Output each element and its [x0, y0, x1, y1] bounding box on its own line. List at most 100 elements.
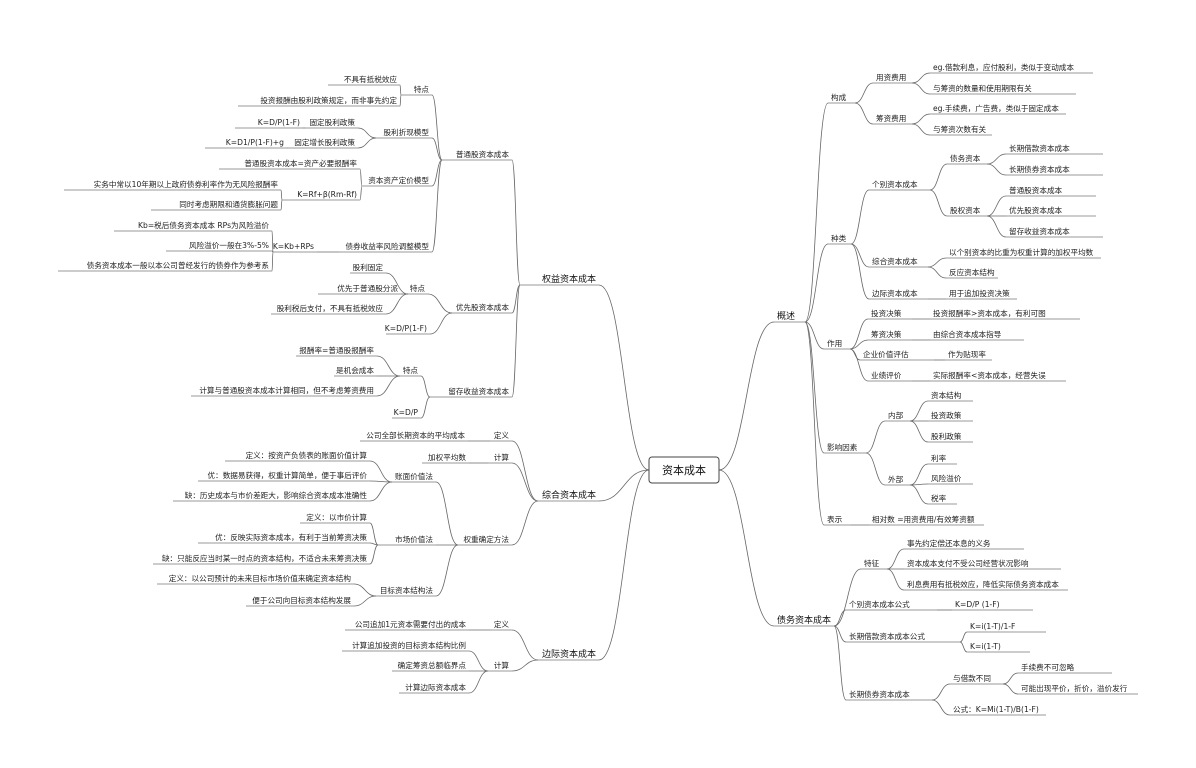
node-fc[interactable]: 影响因素: [827, 442, 858, 452]
node-dc2[interactable]: 长期债券资本成本: [1009, 164, 1070, 174]
node-capm2[interactable]: 同时考虑期限和通货膨胀问题: [179, 199, 278, 209]
node-pt2[interactable]: 优先于普通股分派: [337, 283, 398, 293]
node-mdef[interactable]: 定义: [494, 619, 510, 629]
node-bk[interactable]: 账面价值法: [395, 471, 433, 481]
node-ov[interactable]: 概述: [777, 310, 795, 322]
node-fex1[interactable]: 利率: [931, 453, 947, 463]
node-mcal[interactable]: 计算: [494, 660, 510, 670]
node-wdef[interactable]: 定义: [494, 430, 510, 440]
node-fex2[interactable]: 风险溢价: [931, 473, 962, 483]
central-topic[interactable]: 资本成本: [662, 463, 706, 477]
node-rt[interactable]: 特点: [403, 365, 419, 375]
node-eq[interactable]: 权益资本成本: [542, 273, 596, 285]
node-mk[interactable]: 市场价值法: [395, 534, 433, 544]
node-tg1[interactable]: 定义：以公司预计的未来目标市场价值来确定资本结构: [169, 573, 352, 583]
node-us3[interactable]: 企业价值评估: [863, 349, 909, 359]
node-pf[interactable]: K=D/P(1-F): [385, 324, 427, 333]
node-us1[interactable]: 投资决策: [871, 308, 902, 318]
node-ec3[interactable]: 留存收益资本成本: [1009, 226, 1070, 236]
node-by3[interactable]: 债务资本成本一般以本公司曾经发行的债券作为参考系: [87, 260, 270, 270]
node-ty[interactable]: 种类: [831, 233, 847, 243]
node-dbl1[interactable]: K=i(1-T)/1-F: [970, 622, 1015, 631]
node-rf[interactable]: K=D/P: [394, 408, 419, 417]
node-mk1[interactable]: 定义：以市价计算: [306, 512, 367, 522]
node-gc12[interactable]: 与筹资的数量和使用期限有关: [933, 83, 1032, 93]
node-dbf2[interactable]: 资本成本支付不受公司经营状况影响: [907, 558, 1029, 568]
node-dbb[interactable]: 长期债券资本成本: [849, 689, 910, 699]
node-by2[interactable]: 风险溢价一般在3%-5%: [189, 240, 269, 250]
node-bk3[interactable]: 缺：历史成本与市价差距大，影响综合资本成本准确性: [185, 490, 368, 500]
node-gc[interactable]: 构成: [831, 92, 847, 102]
node-fin3[interactable]: 股利政策: [931, 431, 962, 441]
node-mk2[interactable]: 优：反映实际资本成本，有利于当前筹资决策: [215, 532, 367, 542]
node-fex3[interactable]: 税率: [931, 493, 947, 503]
node-ext[interactable]: 相对数 =用资费用/有效筹资额: [872, 514, 975, 524]
node-mgt[interactable]: 用于追加投资决策: [949, 288, 1010, 298]
node-rt2[interactable]: 是机会成本: [336, 365, 374, 375]
node-tg[interactable]: 目标资本结构法: [380, 585, 434, 595]
node-us4t[interactable]: 实际报酬率<资本成本，经营失误: [933, 370, 1046, 380]
node-cm[interactable]: 综合资本成本: [872, 256, 918, 266]
node-by1[interactable]: Kb=税后债务资本成本 RPs为风险溢价: [138, 220, 269, 230]
node-gc21[interactable]: eg.手续费，广告费，类似于固定成本: [933, 103, 1059, 113]
node-ec1[interactable]: 普通股资本成本: [1009, 185, 1063, 195]
node-dbit[interactable]: K=D/P (1-F): [955, 600, 1000, 609]
node-dm2f[interactable]: K=D1/P(1-F)+g: [226, 138, 284, 147]
node-rt3[interactable]: 计算与普通股资本成本计算相同，但不考虑筹资费用: [199, 385, 374, 395]
node-us2[interactable]: 筹资决策: [871, 329, 902, 339]
node-mg[interactable]: 边际资本成本: [872, 288, 918, 298]
node-mc[interactable]: 边际资本成本: [542, 648, 596, 660]
node-dbl[interactable]: 长期借款资本成本公式: [849, 631, 925, 641]
node-bk2[interactable]: 优：数据易获得，权重计算简单，便于事后评价: [208, 470, 368, 480]
node-tg2[interactable]: 便于公司向目标资本结构发展: [252, 595, 351, 605]
node-ex[interactable]: 表示: [827, 514, 843, 524]
node-dbf3[interactable]: 利息费用有抵税效应，降低实际债务资本成本: [907, 579, 1059, 589]
node-dbd[interactable]: 与借款不同: [953, 673, 991, 683]
node-ct[interactable]: 特点: [414, 84, 430, 94]
node-dc[interactable]: 债务资本: [950, 153, 981, 163]
node-dc1[interactable]: 长期借款资本成本: [1009, 143, 1070, 153]
node-gc1[interactable]: 用资费用: [876, 72, 906, 82]
node-gc11[interactable]: eg.借款利息，应付股利，类似于变动成本: [933, 62, 1074, 72]
node-mk3[interactable]: 缺：只能反应当时某一时点的资本结构，不适合未来筹资决策: [162, 553, 367, 563]
node-dm1f[interactable]: K=D/P(1-F): [258, 118, 300, 127]
node-mc2[interactable]: 确定筹资总额临界点: [398, 660, 467, 670]
node-dbf1[interactable]: 事先约定偿还本息的义务: [907, 538, 991, 548]
node-common[interactable]: 普通股资本成本: [456, 149, 510, 159]
node-ct1[interactable]: 不具有抵税效应: [344, 74, 398, 84]
node-pref[interactable]: 优先股资本成本: [456, 302, 510, 312]
node-dm2n[interactable]: 固定增长股利政策: [294, 137, 355, 147]
node-ret[interactable]: 留存收益资本成本: [448, 386, 509, 396]
node-fin[interactable]: 内部: [888, 410, 904, 420]
node-dm[interactable]: 股利折现模型: [383, 127, 429, 137]
node-dbl2[interactable]: K=i(1-T): [970, 642, 1001, 651]
node-fin2[interactable]: 投资政策: [931, 410, 962, 420]
node-us3t[interactable]: 作为贴现率: [948, 349, 986, 359]
node-cm1[interactable]: 以个别资本的比重为权重计算的加权平均数: [949, 247, 1094, 257]
node-db[interactable]: 债务资本成本: [777, 614, 831, 626]
node-dbi[interactable]: 个别资本成本公式: [849, 599, 910, 609]
node-dbd1[interactable]: 手续费不可忽略: [1021, 662, 1075, 672]
node-fex[interactable]: 外部: [888, 474, 904, 484]
node-wcal[interactable]: 计算: [494, 452, 510, 462]
node-dm1n[interactable]: 固定股利政策: [309, 117, 355, 127]
node-gc22[interactable]: 与筹资次数有关: [933, 124, 987, 134]
node-wt[interactable]: 权重确定方法: [463, 534, 509, 544]
node-wacc[interactable]: 综合资本成本: [542, 489, 596, 501]
node-cm2[interactable]: 反应资本结构: [949, 267, 995, 277]
node-dbd2[interactable]: 可能出现平价，折价，溢价发行: [1021, 683, 1128, 693]
node-byf[interactable]: K=Kb+RPs: [273, 242, 314, 251]
node-pt3[interactable]: 股利税后支付，不具有抵税效应: [277, 303, 384, 313]
node-fin1[interactable]: 资本结构: [931, 390, 962, 400]
node-capmd[interactable]: 普通股资本成本=资产必要报酬率: [244, 158, 357, 168]
node-us1t[interactable]: 投资报酬率>资本成本，有利可图: [933, 308, 1046, 318]
node-dbbf[interactable]: 公式：K=Mi(1-T)/B(1-F): [953, 704, 1039, 714]
node-by[interactable]: 债券收益率风险调整模型: [345, 241, 429, 251]
node-gc2[interactable]: 筹资费用: [876, 113, 906, 123]
node-bk1[interactable]: 定义：按资产负债表的账面价值计算: [246, 450, 368, 460]
node-capm1[interactable]: 实务中常以10年期以上政府债券利率作为无风险报酬率: [94, 179, 279, 189]
node-dbf[interactable]: 特征: [864, 558, 880, 568]
node-us[interactable]: 作用: [827, 338, 842, 348]
node-wcalt[interactable]: 加权平均数: [428, 452, 466, 462]
node-ct2[interactable]: 投资报酬由股利政策规定，而非事先约定: [260, 95, 397, 105]
